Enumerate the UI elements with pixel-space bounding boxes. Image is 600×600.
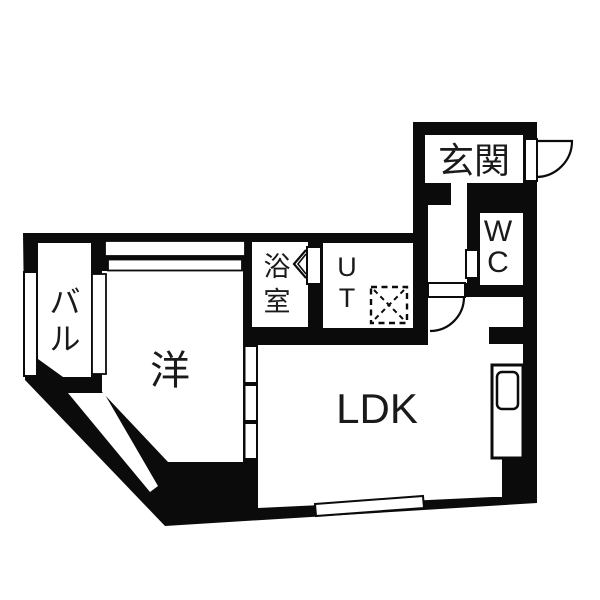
label-western: 洋 — [150, 349, 190, 393]
room-ldk-floor — [258, 297, 523, 508]
entrance-door-leaf — [524, 138, 538, 182]
wc-door-leaf — [465, 249, 479, 279]
balcony-sliding-window — [91, 273, 107, 375]
room-western-floor — [102, 271, 243, 462]
ldk-door-leaf — [427, 282, 466, 298]
room-ut-floor — [323, 243, 413, 328]
entrance-door-arc — [535, 139, 574, 179]
label-genkan: 玄関 — [438, 140, 510, 181]
ldk-door-arc — [429, 296, 466, 333]
western-window-outer — [104, 240, 246, 257]
label-ut-line2: T — [339, 283, 356, 313]
label-ut-line1: U — [337, 252, 357, 282]
label-balcony-line2: ル — [50, 322, 81, 357]
label-balcony-line1: バ — [50, 285, 81, 320]
label-bath-line2: 室 — [264, 287, 291, 317]
label-ldk: LDK — [336, 385, 418, 432]
label-bath-line1: 浴 — [264, 252, 291, 282]
western-window-inner — [107, 258, 243, 272]
kitchen-sink-icon — [495, 370, 520, 411]
washer-pan-cross-icon — [373, 289, 405, 321]
room-bath-floor — [252, 242, 308, 327]
room-genkan-floor — [425, 135, 523, 183]
washer-pan-icon — [369, 285, 409, 325]
western-ldk-door-panel-3 — [243, 422, 258, 460]
western-ldk-door-panel-1 — [243, 345, 258, 384]
hallway-floor — [428, 205, 467, 283]
balcony-railing — [23, 271, 38, 377]
hall-connector-floor — [451, 183, 467, 207]
exterior-notch — [68, 393, 158, 492]
ldk-bottom-window — [313, 494, 426, 518]
bath-bifold-door-icon-inner — [296, 253, 307, 275]
bath-door-opening — [306, 246, 322, 285]
bath-bifold-door-icon — [292, 249, 307, 279]
label-wc-line2: C — [487, 246, 509, 279]
label-wc-line1: W — [484, 215, 513, 248]
western-ldk-door-panel-2 — [243, 384, 258, 422]
room-balcony-floor — [38, 243, 91, 377]
room-wc-floor — [480, 213, 523, 285]
